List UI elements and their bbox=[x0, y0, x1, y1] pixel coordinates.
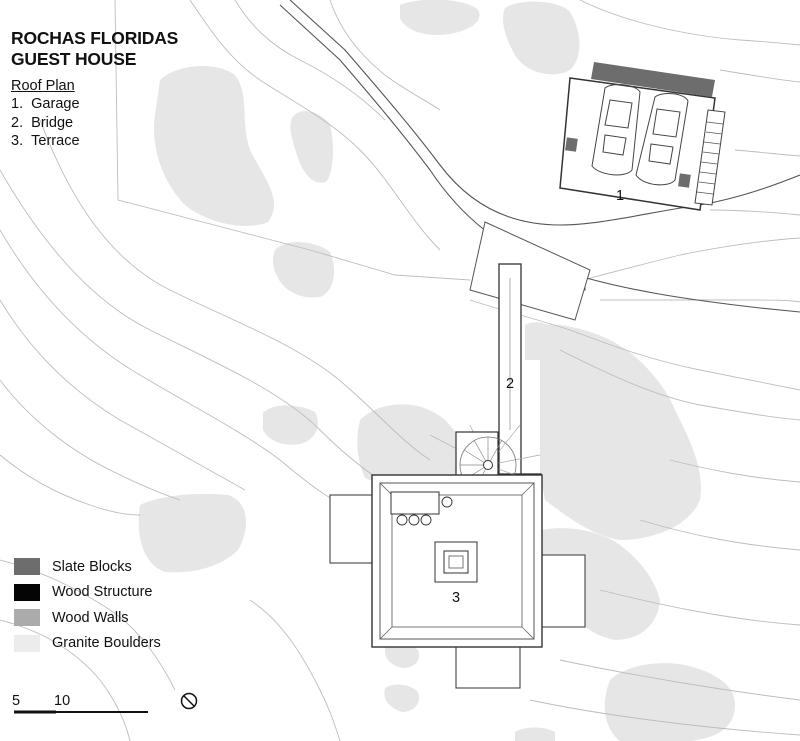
scale-label-10: 10 bbox=[54, 693, 71, 709]
legend-label: Granite Boulders bbox=[52, 635, 161, 652]
swatch bbox=[14, 558, 40, 576]
swatch bbox=[14, 609, 40, 627]
north-arrow-icon bbox=[180, 692, 198, 710]
car-left bbox=[591, 84, 641, 176]
legend-label: Slate Blocks bbox=[52, 558, 132, 575]
swatch bbox=[14, 634, 40, 652]
legend-label: Wood Walls bbox=[52, 609, 129, 626]
legend-item: Wood Structure bbox=[14, 580, 161, 606]
list-item: 3. Terrace bbox=[11, 133, 80, 149]
scale-label-5: 5 bbox=[12, 693, 21, 709]
bridge-number: 2 bbox=[506, 376, 515, 392]
drawing-subtitle: Roof Plan bbox=[11, 78, 75, 94]
legend-label: Wood Structure bbox=[52, 584, 153, 601]
legend-item: Wood Walls bbox=[14, 605, 161, 631]
car-right bbox=[635, 93, 689, 186]
list-item: 1. Garage bbox=[11, 96, 80, 112]
list-item: 2. Bridge bbox=[11, 114, 74, 131]
legend-item: Granite Boulders bbox=[14, 631, 161, 657]
title-block: ROCHAS FLORIDAS GUEST HOUSE Roof Plan 1.… bbox=[11, 28, 178, 151]
garage bbox=[559, 62, 726, 211]
terrace bbox=[329, 474, 586, 689]
terrace-number: 3 bbox=[452, 590, 461, 606]
legend: Slate Blocks Wood Structure Wood Walls G… bbox=[14, 554, 161, 656]
legend-item: Slate Blocks bbox=[14, 554, 161, 580]
garage-number: 1 bbox=[616, 188, 625, 204]
title-line-2: GUEST HOUSE bbox=[11, 49, 137, 69]
swatch bbox=[14, 583, 40, 601]
title-line-1: ROCHAS FLORIDAS bbox=[11, 28, 179, 48]
